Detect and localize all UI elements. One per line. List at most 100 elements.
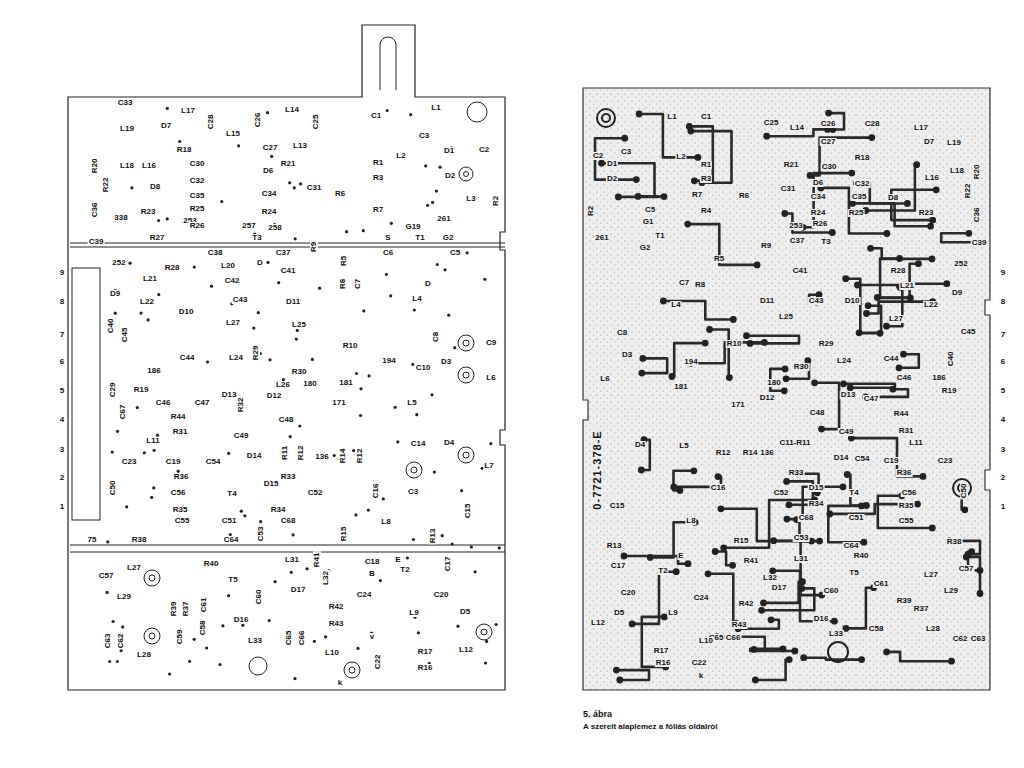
component-lead [120, 649, 123, 652]
part-label: D5 [459, 608, 471, 616]
part-label: R28 [890, 267, 907, 275]
part-label: D2 [444, 172, 456, 180]
copper-trace [762, 588, 815, 610]
component-lead [241, 624, 244, 627]
component-lead [193, 638, 196, 641]
solder-pad [913, 161, 920, 168]
part-label: C19 [883, 457, 900, 465]
part-label: C50 [109, 480, 117, 497]
solder-pad [718, 505, 725, 512]
component-lead [430, 393, 433, 396]
part-label: C2 [478, 146, 490, 154]
solder-pad [677, 487, 684, 494]
solder-pad [730, 316, 737, 323]
part-label: 194 [683, 358, 698, 366]
copper-trace [866, 165, 917, 211]
part-label: R20 [973, 164, 981, 181]
part-label: R41 [313, 552, 321, 569]
part-label: R3 [700, 175, 712, 183]
component-lead [484, 661, 487, 664]
part-label: C62 [952, 635, 969, 643]
component-lead [108, 660, 111, 663]
solder-pad [807, 172, 814, 179]
part-label: L6 [485, 374, 496, 382]
part-label: C26 [820, 120, 837, 128]
part-label: L10 [698, 637, 714, 645]
solder-pad [629, 621, 636, 628]
solder-pad [640, 355, 647, 362]
part-label: D13 [840, 391, 857, 399]
component-lead [412, 538, 415, 541]
part-label: v [369, 633, 375, 641]
part-label: C40 [947, 351, 955, 368]
solder-pad [799, 578, 806, 585]
solder-pad [965, 230, 972, 237]
component-lead [362, 229, 365, 232]
solder-pad [840, 380, 847, 387]
solder-pad [758, 607, 765, 614]
copper-trace [688, 224, 757, 265]
part-label: D14 [246, 452, 263, 460]
part-label: R33 [280, 473, 297, 481]
component-lead [306, 567, 309, 570]
part-label: R34 [270, 506, 287, 514]
part-label: D9 [951, 289, 963, 297]
part-label: R36 [896, 469, 913, 477]
part-label: D7 [160, 122, 172, 130]
solder-pad [943, 280, 950, 287]
solder-pad [729, 562, 736, 569]
copper-trace [602, 163, 664, 196]
part-label: 9 [1000, 269, 1006, 277]
solder-pad [715, 473, 722, 480]
part-label: T2 [657, 567, 668, 575]
part-label: L27 [888, 315, 904, 323]
part-label: C53 [257, 526, 265, 543]
part-label: R15 [733, 537, 750, 545]
component-lead [106, 540, 109, 543]
component-lead [114, 312, 117, 315]
part-label: C10 [415, 364, 432, 372]
component-lead [453, 346, 456, 349]
part-label: C28 [207, 114, 215, 131]
part-label: 1 [59, 503, 65, 511]
part-label: C37 [275, 249, 292, 257]
part-label: R20 [91, 158, 99, 175]
part-label: 5 [59, 387, 65, 395]
solder-pad [900, 351, 907, 358]
component-lead [152, 486, 155, 489]
part-label: C31 [306, 184, 323, 192]
part-label: L14 [284, 106, 300, 114]
component-lead [447, 314, 450, 317]
part-label: C1 [700, 113, 712, 121]
component-lead [193, 266, 196, 269]
solder-pad [621, 553, 628, 560]
solder-pad [786, 656, 793, 663]
copper-trace [851, 438, 923, 476]
copper-traces [595, 113, 980, 680]
solder-pad [781, 387, 788, 394]
solder-pad [598, 160, 605, 167]
part-label: R9 [760, 242, 772, 250]
solder-pad [720, 544, 727, 551]
part-label: C68 [280, 517, 297, 525]
part-label: C30 [189, 160, 206, 168]
part-label: C35 [851, 193, 868, 201]
component-lead [130, 186, 133, 189]
part-label: 252 [111, 259, 126, 267]
part-label: C68 [798, 514, 815, 522]
part-label: R31 [172, 428, 189, 436]
part-label: R23 [140, 208, 157, 216]
part-label: L31 [284, 556, 300, 564]
solder-pad [904, 200, 911, 207]
component-lead [290, 571, 293, 574]
solder-pad [854, 282, 861, 289]
component-lead [150, 496, 153, 499]
part-label: C49 [838, 428, 855, 436]
copper-trace [878, 496, 933, 528]
component-lead [311, 358, 314, 361]
part-label: 257 [241, 222, 256, 230]
component-lead [210, 285, 213, 288]
part-label: R15 [340, 526, 348, 543]
copper-trace [815, 383, 840, 429]
part-label: L19 [946, 139, 962, 147]
